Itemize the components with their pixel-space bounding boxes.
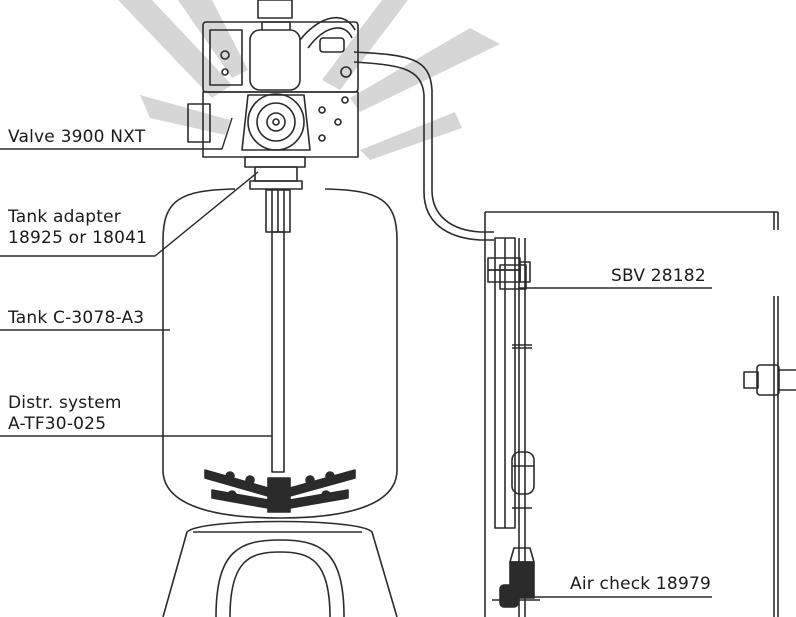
brine-well xyxy=(487,237,540,617)
label-distributor: Distr. system A-TF30-025 xyxy=(8,393,122,434)
brine-tank xyxy=(484,211,796,617)
leader-valve xyxy=(0,117,233,150)
label-valve: Valve 3900 NXT xyxy=(8,127,146,147)
label-tank: Tank C-3078-A3 xyxy=(8,308,145,328)
label-tank-adapter: Tank adapter 18925 or 18041 xyxy=(8,207,148,248)
tank-base xyxy=(162,520,398,617)
control-valve xyxy=(187,0,359,190)
label-air-check: Air check 18979 xyxy=(570,574,712,594)
leader-tank-adapter xyxy=(0,171,259,257)
brine-tube xyxy=(353,51,494,241)
callout-lines xyxy=(0,117,712,598)
mineral-tank xyxy=(162,188,398,519)
label-sbv: SBV 28182 xyxy=(611,266,706,286)
distributor-laterals xyxy=(204,469,356,513)
